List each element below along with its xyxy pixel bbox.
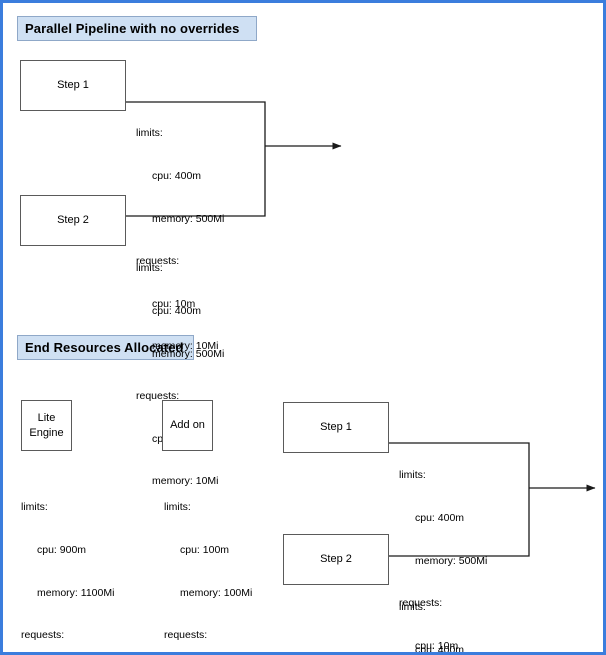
- requests-memory: memory: 10Mi: [152, 475, 219, 488]
- limits-memory: memory: 500Mi: [415, 554, 488, 567]
- node-label: Step 2: [320, 553, 352, 566]
- node-box-step-1-bottom[interactable]: Step 1: [283, 402, 389, 453]
- limits-label: limits:: [164, 501, 191, 514]
- resource-spec-add-on: limits: cpu: 100m memory: 100Mi requests…: [164, 472, 253, 652]
- limits-cpu: cpu: 100m: [180, 544, 230, 557]
- limits-memory: memory: 500Mi: [152, 347, 225, 360]
- node-label: Lite Engine: [29, 411, 63, 441]
- resource-spec-lite-engine: limits: cpu: 900m memory: 1100Mi request…: [21, 472, 115, 652]
- node-label: Step 1: [57, 79, 89, 92]
- resource-spec-step-2-bottom: limits: cpu: 400m memory: 500Mi requests…: [399, 572, 487, 655]
- limits-label: limits:: [21, 501, 48, 514]
- limits-label: limits:: [136, 127, 163, 140]
- node-label: Step 2: [57, 214, 89, 227]
- node-label-line-1: Lite: [37, 411, 56, 424]
- requests-label: requests:: [164, 629, 208, 642]
- node-label: Add on: [170, 419, 205, 432]
- requests-memory: memory: 10Mi: [152, 340, 219, 353]
- requests-label: requests:: [399, 597, 443, 610]
- limits-label: limits:: [399, 469, 426, 482]
- requests-label: requests:: [136, 390, 180, 403]
- node-label: Step 1: [320, 421, 352, 434]
- resource-spec-step-1-bottom: limits: cpu: 400m memory: 500Mi requests…: [399, 440, 488, 652]
- node-box-step-2-top[interactable]: Step 2: [20, 195, 126, 246]
- section-header-end-resources: End Resources Allocated: [17, 335, 194, 360]
- limits-label: limits:: [136, 262, 163, 275]
- limits-cpu: cpu: 900m: [37, 544, 87, 557]
- limits-memory: memory: 100Mi: [180, 586, 253, 599]
- limits-cpu: cpu: 400m: [152, 305, 202, 318]
- limits-memory: memory: 1100Mi: [37, 586, 115, 599]
- limits-cpu: cpu: 400m: [415, 512, 465, 525]
- node-box-add-on[interactable]: Add on: [162, 400, 213, 451]
- requests-cpu: cpu: 10m: [152, 297, 196, 310]
- limits-memory: memory: 500Mi: [152, 212, 225, 225]
- requests-label: requests:: [136, 255, 180, 268]
- node-label-line-2: Engine: [29, 426, 64, 439]
- requests-cpu: cpu: 10m: [415, 639, 459, 652]
- node-box-lite-engine[interactable]: Lite Engine: [21, 400, 72, 451]
- node-box-step-2-bottom[interactable]: Step 2: [283, 534, 389, 585]
- limits-cpu: cpu: 400m: [415, 644, 465, 655]
- section-header-parallel-pipeline: Parallel Pipeline with no overrides: [17, 16, 257, 41]
- limits-label: limits:: [399, 601, 426, 614]
- requests-label: requests:: [21, 629, 65, 642]
- node-box-step-1-top[interactable]: Step 1: [20, 60, 126, 111]
- resource-spec-step-1-top: limits: cpu: 400m memory: 500Mi requests…: [136, 98, 224, 382]
- limits-cpu: cpu: 400m: [152, 170, 202, 183]
